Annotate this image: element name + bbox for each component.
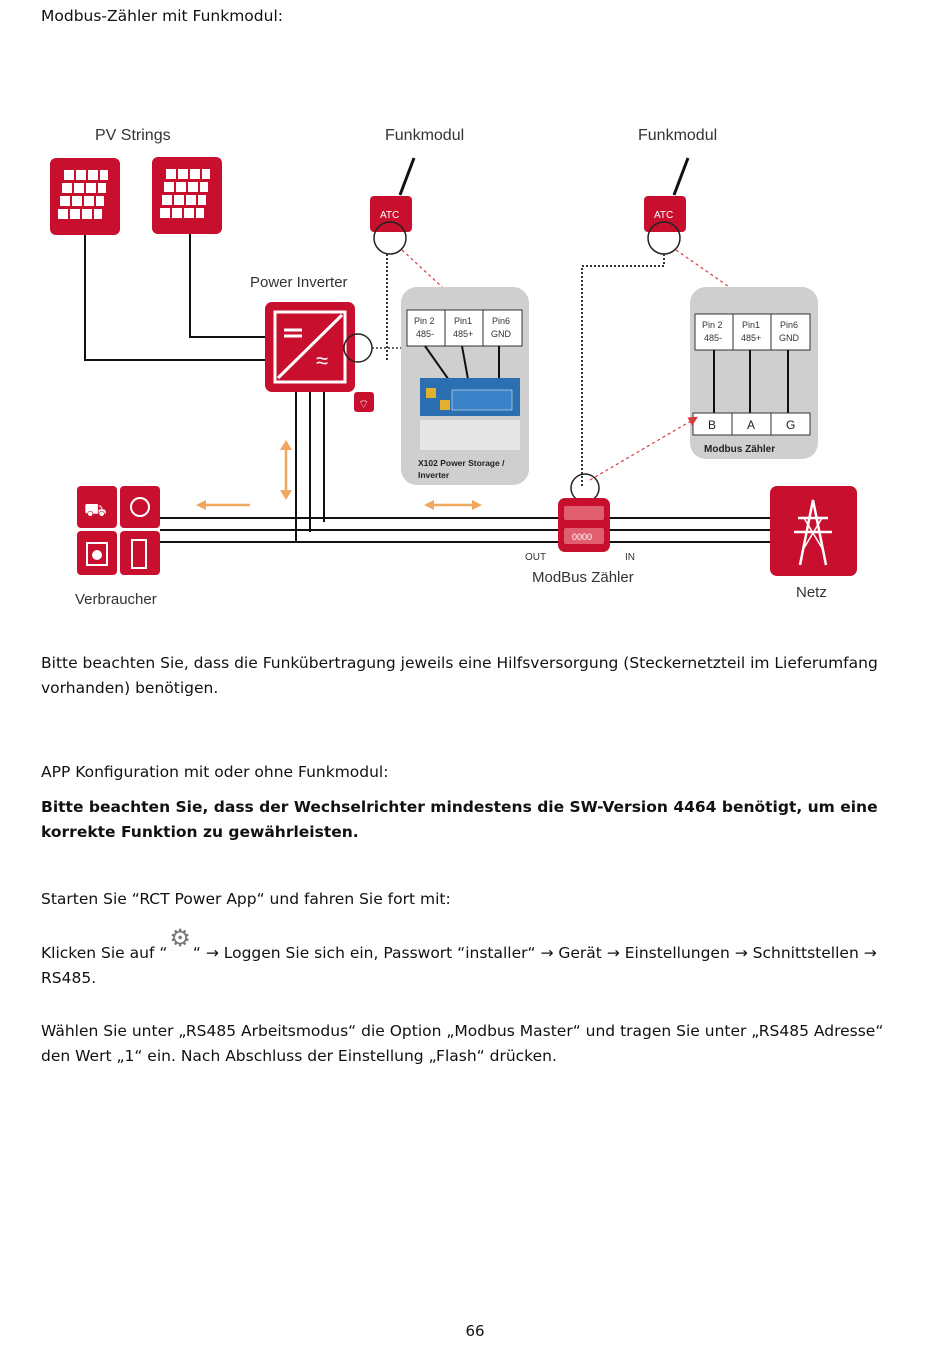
svg-text:GND: GND bbox=[491, 329, 512, 339]
svg-text:⌔: ⌔ bbox=[358, 397, 369, 411]
pin-table: Pin 2 485- Pin1 485+ Pin6 GND bbox=[406, 309, 523, 347]
board-label-2: Inverter bbox=[418, 470, 450, 480]
svg-text:Pin 2: Pin 2 bbox=[414, 316, 435, 326]
svg-text:⛟: ⛟ bbox=[84, 500, 107, 520]
power-inverter-label: Power Inverter bbox=[250, 274, 348, 291]
out-label: OUT bbox=[525, 552, 546, 563]
svg-text:Pin6: Pin6 bbox=[492, 316, 510, 326]
svg-text:GND: GND bbox=[779, 333, 800, 343]
svg-text:G: G bbox=[786, 418, 795, 432]
modbus-meter-icon: 0000 bbox=[558, 473, 610, 552]
click-prefix: Klicken Sie auf “ bbox=[41, 944, 168, 962]
svg-text:ATC: ATC bbox=[380, 210, 399, 221]
section-heading-app: APP Konfiguration mit oder ohne Funkmodu… bbox=[41, 763, 389, 781]
in-label: IN bbox=[625, 552, 635, 563]
svg-text:A: A bbox=[747, 418, 755, 432]
svg-text:485+: 485+ bbox=[453, 329, 473, 339]
svg-text:0000: 0000 bbox=[572, 532, 592, 542]
radio-module-icon: ATC bbox=[644, 157, 690, 255]
consumer-icons: ⛟ bbox=[77, 486, 160, 575]
svg-text:Pin1: Pin1 bbox=[742, 320, 760, 330]
meter-panel-label: Modbus Zähler bbox=[704, 444, 775, 455]
click-instruction: Klicken Sie auf “⚙“ → Loggen Sie sich ei… bbox=[41, 926, 921, 991]
svg-text:B: B bbox=[708, 418, 716, 432]
svg-text:Pin 2: Pin 2 bbox=[702, 320, 723, 330]
grid-label: Netz bbox=[796, 584, 827, 601]
power-supply-note: Bitte beachten Sie, dass die Funkübertra… bbox=[41, 654, 878, 697]
funkmodul-label: Funkmodul bbox=[638, 127, 717, 144]
solar-panel-icon bbox=[152, 157, 222, 234]
pv-strings-label: PV Strings bbox=[95, 127, 171, 144]
board-label: X102 Power Storage / bbox=[418, 458, 505, 468]
section-heading-meter: Modbus-Zähler mit Funkmodul: bbox=[41, 7, 283, 25]
svg-text:Pin6: Pin6 bbox=[780, 320, 798, 330]
wifi-icon: ⌔ bbox=[354, 392, 374, 412]
inverter-icon: ≈ bbox=[265, 302, 355, 392]
power-tower-icon bbox=[770, 486, 857, 576]
radio-module-icon: ATC bbox=[370, 157, 416, 255]
page-number: 66 bbox=[465, 1322, 485, 1340]
sw-version-note: Bitte beachten Sie, dass der Wechselrich… bbox=[41, 798, 878, 841]
svg-text:485-: 485- bbox=[416, 329, 434, 339]
svg-text:485-: 485- bbox=[704, 333, 722, 343]
pin-table: Pin 2 485- Pin1 485+ Pin6 GND bbox=[694, 313, 811, 351]
funkmodul-label: Funkmodul bbox=[385, 127, 464, 144]
gear-icon: ⚙ bbox=[169, 924, 191, 952]
wiring-diagram: PV Strings Power Inverter ≈ ⌔ bbox=[50, 127, 857, 608]
consumers-label: Verbraucher bbox=[75, 591, 157, 608]
svg-text:Pin1: Pin1 bbox=[454, 316, 472, 326]
circuit-board bbox=[420, 378, 520, 450]
rs485-instruction: Wählen Sie unter „RS485 Arbeitsmodus“ di… bbox=[41, 1022, 884, 1065]
svg-text:ATC: ATC bbox=[654, 210, 673, 221]
svg-text:≈: ≈ bbox=[316, 348, 328, 373]
modbus-meter-label: ModBus Zähler bbox=[532, 569, 634, 586]
click-suffix: “ → Loggen Sie sich ein, Passwort “insta… bbox=[41, 944, 877, 987]
svg-text:485+: 485+ bbox=[741, 333, 761, 343]
solar-panel-icon bbox=[50, 158, 120, 235]
start-app-instruction: Starten Sie “RCT Power App“ und fahren S… bbox=[41, 890, 451, 908]
terminal-block: B A G bbox=[692, 412, 811, 436]
